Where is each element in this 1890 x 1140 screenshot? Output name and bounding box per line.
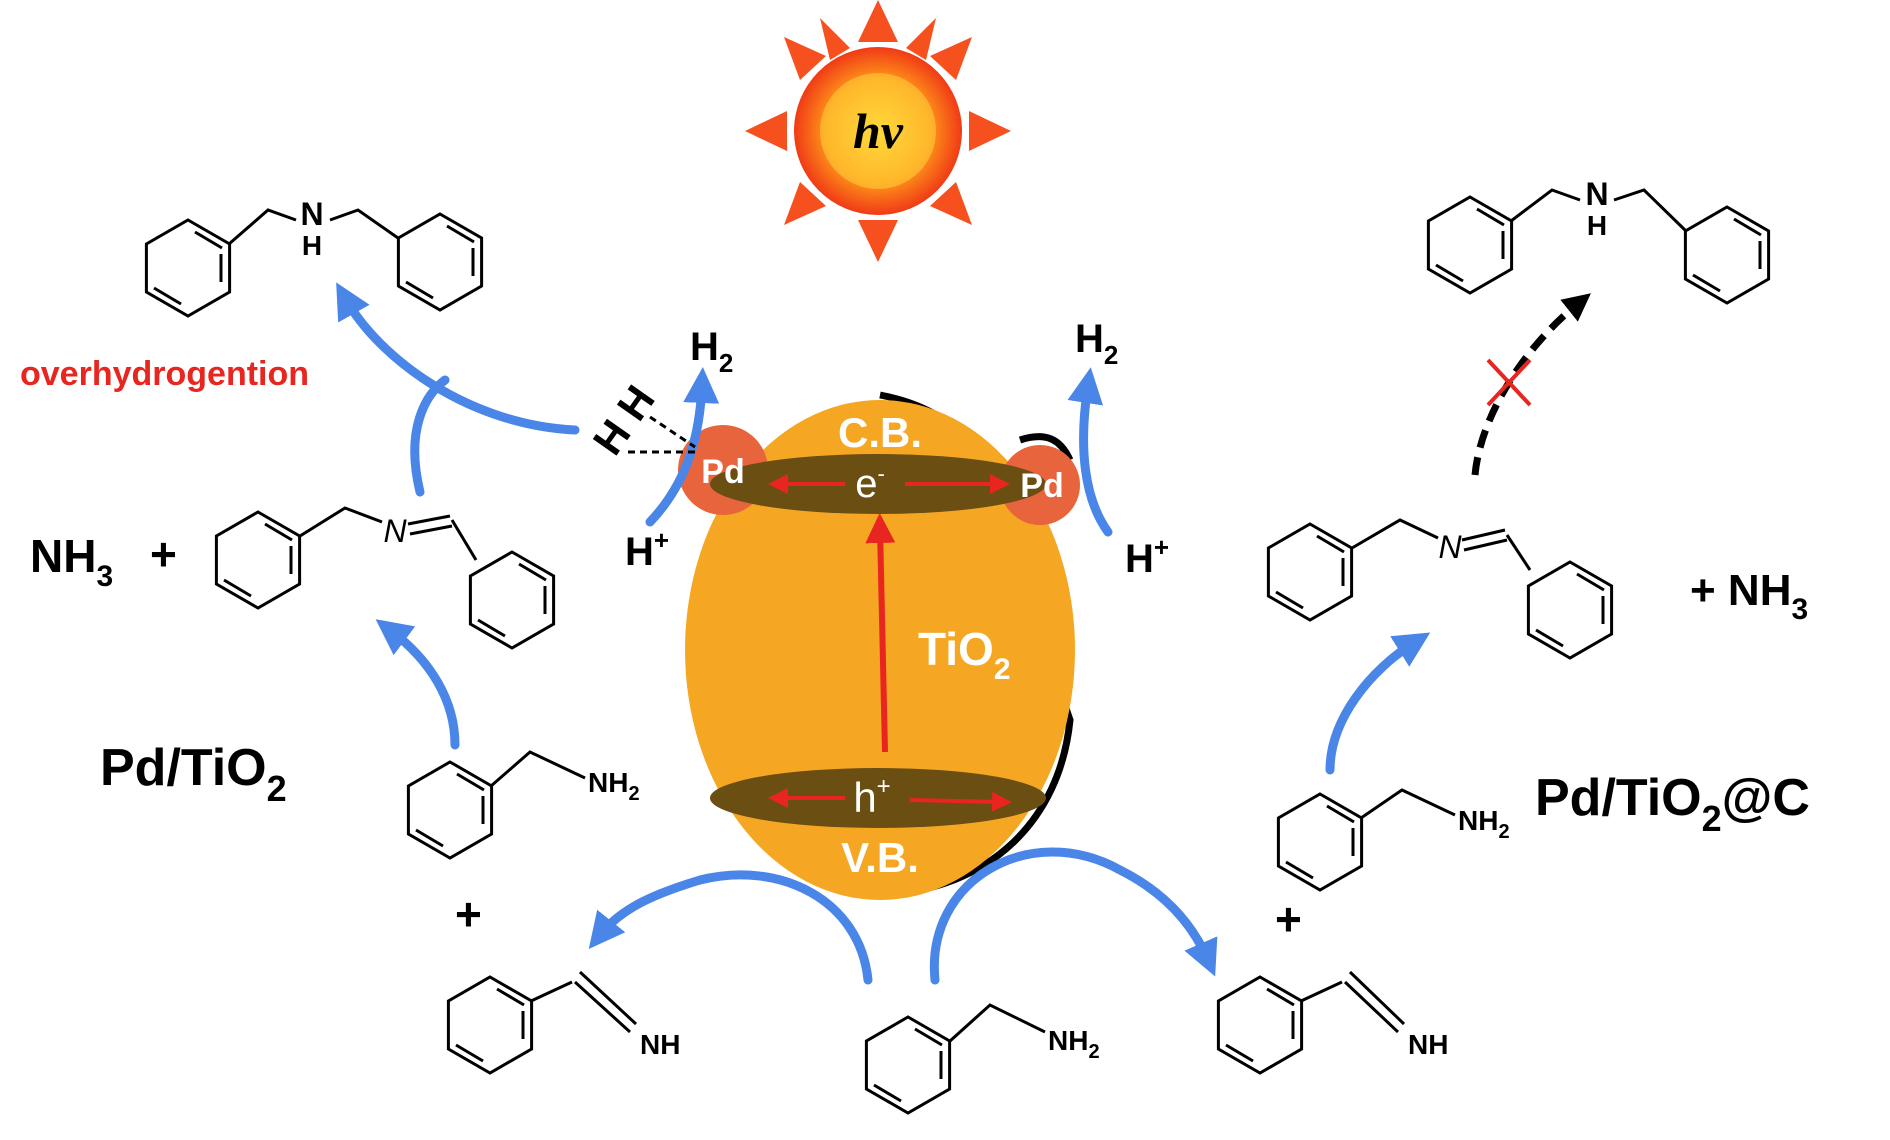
plus-right-bottom: + xyxy=(1275,893,1302,945)
tio2-particle: Pd Pd C.B. V.B. e- h+ TiO2 xyxy=(678,391,1080,900)
nh3-left-label: NH3 xyxy=(30,530,113,593)
hplus-right-label: H+ xyxy=(1125,532,1169,581)
imine-n-right-label: N xyxy=(1438,529,1462,565)
hole-arrow-right xyxy=(909,791,1012,812)
imine-to-amine-arrow xyxy=(410,375,450,497)
nh2-center-label: NH2 xyxy=(1048,1025,1100,1063)
h2-right-label: H2 xyxy=(1075,317,1118,370)
pd-right-label: Pd xyxy=(1020,467,1063,505)
imine-right: N xyxy=(1266,518,1614,660)
oxidation-arrow-left xyxy=(588,870,873,985)
blocked-hydrogenation-arrow xyxy=(1471,293,1591,476)
electron-label: e- xyxy=(855,461,885,506)
benzylamine-right: NH2 xyxy=(1276,788,1510,892)
nh-h-right-label: H xyxy=(1587,210,1607,241)
excitation-arrow xyxy=(865,513,896,753)
conduction-band xyxy=(710,454,1046,514)
benzylamine-center: NH2 xyxy=(864,1003,1100,1115)
nh-label: N xyxy=(300,196,323,232)
nh-imine-left-label: NH xyxy=(640,1029,680,1060)
h2-right-arrow xyxy=(1067,367,1113,537)
nh3-right-label: + NH3 xyxy=(1690,566,1808,626)
amine-to-imine-arrow-left xyxy=(375,619,460,750)
imine-left: N xyxy=(214,506,556,650)
cb-label: C.B. xyxy=(838,409,922,456)
oxidation-arrow-right xyxy=(929,847,1218,985)
vb-label: V.B. xyxy=(841,834,919,881)
pd-left-label: Pd xyxy=(701,453,744,491)
plus-left-top: + xyxy=(150,528,177,580)
blocked-cross-icon xyxy=(1486,358,1532,407)
benzaldimine-right: NH xyxy=(1216,970,1448,1075)
plus-left-bottom: + xyxy=(455,888,482,940)
h2-left-label: H2 xyxy=(690,325,733,378)
sun-label: hv xyxy=(853,103,904,159)
nh2-left-label: NH2 xyxy=(588,767,640,805)
hplus-left-label: H+ xyxy=(625,525,669,574)
hh-bond-dash-1 xyxy=(649,415,696,449)
hole-label: h+ xyxy=(853,773,890,821)
imine-n-label: N xyxy=(383,513,407,549)
hh-label: H H xyxy=(584,377,664,463)
catalyst-left-label: Pd/TiO2 xyxy=(100,739,287,809)
valence-band xyxy=(710,768,1046,828)
nh-imine-right-label: NH xyxy=(1408,1029,1448,1060)
dibenzylamine-left: N H xyxy=(144,196,484,318)
h2-left-arrow xyxy=(645,367,720,527)
hydrogenation-arrow xyxy=(336,282,580,435)
nh-right-label: N xyxy=(1585,176,1608,212)
catalyst-right-label: Pd/TiO2@C xyxy=(1535,769,1810,839)
amine-to-imine-arrow-right xyxy=(1325,632,1431,775)
overhydrogenation-label: overhydrogention xyxy=(20,355,309,393)
benzaldimine-left: NH xyxy=(446,970,680,1075)
tio2-label: TiO2 xyxy=(918,623,1011,686)
dibenzylamine-right: N H xyxy=(1426,176,1771,305)
sun-icon: hv xyxy=(745,0,1011,262)
nh2-right-label: NH2 xyxy=(1458,805,1510,843)
benzylamine-left: NH2 xyxy=(406,750,640,860)
nh-h-label: H xyxy=(302,230,322,261)
